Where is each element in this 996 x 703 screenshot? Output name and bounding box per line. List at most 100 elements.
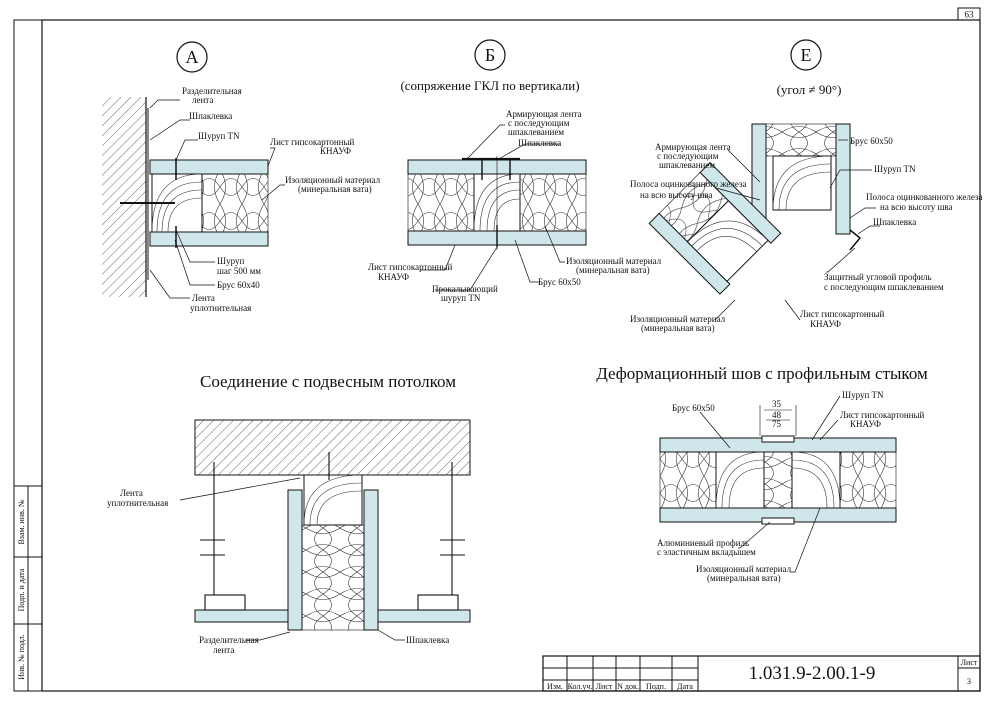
a-label-8: (минеральная вата): [298, 184, 372, 194]
b-label-11: шуруп TN: [441, 293, 481, 303]
side-label-inv: Взам. инв. №: [17, 499, 26, 544]
gkl-board-bottom: [149, 231, 269, 247]
mineral-wool-top: [765, 123, 837, 157]
a-label-13: уплотнительная: [190, 303, 251, 313]
e-label-14: (минеральная вата): [641, 323, 715, 333]
stamp-col-1: Изм.: [547, 682, 563, 691]
e-label-13: Изоляционный материал: [630, 314, 726, 324]
sheet-label: Лист: [961, 658, 978, 667]
deform-dim-2: 48: [772, 410, 782, 420]
detail-b-subtitle: (сопряжение ГКЛ по вертикали): [400, 78, 579, 93]
ceiling-label-4: лента: [213, 645, 234, 655]
corner-profile: [849, 229, 862, 251]
b-label-3: шпаклеванием: [508, 127, 564, 137]
mineral-wool: [201, 173, 269, 233]
e-label-4: Брус 60х50: [850, 136, 893, 146]
a-label-9: Шуруп: [217, 256, 244, 266]
deform-label-4: КНАУФ: [850, 419, 881, 429]
detail-deformation: Деформационный шов с профильным стыком 3…: [596, 364, 928, 583]
b-label-7: Лист гипсокартонный: [368, 262, 453, 272]
deform-dim-3: 75: [772, 419, 782, 429]
timber-right: [791, 451, 841, 509]
a-label-1: Разделительная: [182, 86, 242, 96]
deform-label-5: Алюминиевый профиль: [657, 538, 749, 548]
e-label-9: на всю высоту шва: [880, 202, 953, 212]
ceiling-label-3: Разделительная: [199, 635, 259, 645]
b-label-4: Шпаклевка: [518, 138, 561, 148]
detail-b-circle: [474, 39, 506, 71]
e-label-12: с последующим шпаклеванием: [824, 282, 944, 292]
joint-wool: [763, 451, 793, 509]
e-label-5: Шуруп TN: [874, 164, 916, 174]
timber-60x50: [772, 155, 832, 211]
detail-b: Б (сопряжение ГКЛ по вертикали) Армирующ…: [368, 39, 662, 303]
mineral-wool-right: [519, 173, 587, 232]
side-label-orig: Инв. № подл.: [17, 634, 26, 680]
a-label-12: Лента: [192, 293, 215, 303]
aluminium-profile-bottom: [761, 517, 795, 525]
e-label-10: Шпаклевка: [873, 217, 916, 227]
sheet-frame: [13, 19, 981, 692]
ceiling-board-left: [194, 609, 289, 623]
deform-label-6: с эластичным вкладышем: [657, 547, 756, 557]
deform-label-2: Шуруп TN: [842, 390, 884, 400]
timber: [303, 474, 363, 526]
side-stamp: Взам. инв. № Подп. и дата Инв. № подл.: [13, 485, 43, 692]
deform-dim-1: 35: [772, 399, 782, 409]
stamp-col-5: Подп.: [646, 682, 666, 691]
e-label-7: на всю высоту шва: [640, 190, 713, 200]
deform-title: Деформационный шов с профильным стыком: [596, 364, 928, 383]
b-label-6: (минеральная вата): [576, 265, 650, 275]
detail-e-subtitle: (угол ≠ 90°): [777, 82, 842, 97]
e-label-1: Армирующая лента: [655, 142, 731, 152]
e-label-6: Полоса оцинкованного железа: [630, 179, 747, 189]
gkl-board-left: [287, 489, 303, 631]
detail-a-circle: [176, 41, 208, 73]
deform-label-1: Брус 60х50: [672, 403, 715, 413]
deform-label-7: Изоляционный материал: [696, 564, 792, 574]
b-label-1: Армирующая лента: [506, 109, 582, 119]
e-label-16: КНАУФ: [810, 319, 841, 329]
deform-label-3: Лист гипсокартонный: [840, 410, 925, 420]
inner-frame: [41, 19, 981, 692]
ceiling-title: Соединение с подвесным потолком: [200, 372, 456, 391]
e-label-3: шпаклеванием: [659, 160, 715, 170]
b-label-9: Брус 60х50: [538, 277, 581, 287]
a-label-3: Шпаклевка: [189, 111, 232, 121]
side-label-sign: Подп. и дата: [17, 568, 26, 611]
e-label-2: с последующим: [657, 151, 719, 161]
aluminium-profile-top: [761, 435, 795, 443]
mineral-wool: [301, 524, 365, 631]
mineral-wool-right: [839, 451, 897, 509]
a-label-6: КНАУФ: [320, 146, 351, 156]
gkl-board-right: [363, 489, 379, 631]
mineral-wool-left: [407, 173, 475, 232]
gkl-board-top: [149, 159, 269, 175]
a-label-11: Брус 60х40: [217, 280, 260, 290]
page-number: 63: [965, 10, 975, 20]
sheet-number: 3: [967, 677, 971, 686]
timber-diag: [686, 200, 769, 283]
e-label-11: Защитный угловой профиль: [824, 272, 932, 282]
a-label-10: шаг 500 мм: [217, 266, 261, 276]
detail-ceiling: Соединение с подвесным потолком Лента уп…: [107, 372, 471, 655]
timber-left: [715, 451, 765, 509]
stamp-col-6: Дата: [677, 682, 693, 691]
detail-e-letter: Е: [801, 45, 812, 65]
detail-e: Е (угол ≠ 90°) Армирующая лента с послед: [630, 39, 983, 333]
e-label-15: Лист гипсокартонный: [800, 309, 885, 319]
deform-label-8: (минеральная вата): [707, 573, 781, 583]
ceiling-board-right: [377, 609, 471, 623]
page-number-box: [957, 7, 981, 21]
ceiling-label-5: Шпаклевка: [406, 635, 449, 645]
a-label-7: Изоляционный материал: [285, 175, 381, 185]
detail-a-letter: А: [186, 47, 199, 67]
title-block: Изм. Кол.уч. Лист N док. Подп. Дата 1.03…: [542, 655, 981, 692]
detail-e-circle: [790, 39, 822, 71]
a-label-5: Лист гипсокартонный: [270, 137, 355, 147]
b-label-8: КНАУФ: [378, 272, 409, 282]
stamp-col-4: N док.: [617, 682, 639, 691]
detail-b-letter: Б: [485, 45, 495, 65]
b-label-10: Прокалывающий: [432, 284, 498, 294]
